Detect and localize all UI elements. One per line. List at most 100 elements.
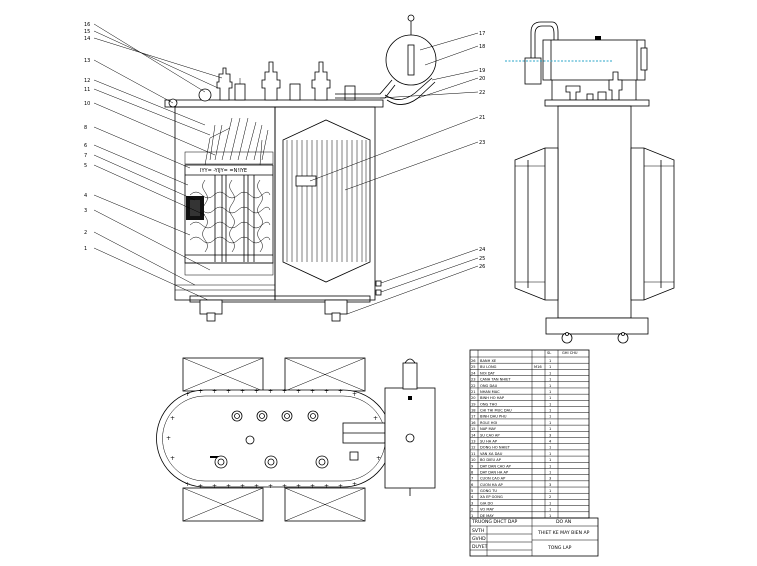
title-block-role-1: SVTH — [472, 528, 484, 534]
table-cell-name: ROLE HOI — [480, 421, 497, 425]
table-cell-name: NOI DAT — [480, 371, 496, 375]
callout-21: 21 — [479, 115, 485, 121]
table-cell-no: 23 — [471, 378, 476, 382]
svg-text:+: + — [310, 483, 315, 490]
table-cell-qty: 1 — [549, 378, 551, 382]
table-cell-no: 18 — [471, 409, 476, 413]
conservator-tank — [384, 14, 437, 105]
table-cell-no: 25 — [471, 365, 476, 369]
svg-text:+: + — [198, 388, 203, 395]
table-cell-name: ONG DAU — [480, 384, 498, 388]
svg-text:+: + — [282, 388, 287, 395]
svg-text:+: + — [170, 455, 175, 462]
svg-text:+: + — [212, 483, 217, 490]
table-cell-qty: 3 — [549, 483, 551, 487]
table-cell-name: CANH TAN NHIET — [480, 378, 511, 382]
table-cell-qty: 3 — [549, 433, 551, 437]
table-cell-qty: 1 — [549, 508, 551, 512]
callout-19: 19 — [479, 68, 485, 74]
table-cell-name: NHAN MAC — [480, 390, 500, 394]
hv-terminals-plan — [214, 455, 329, 469]
callout-20: 20 — [479, 76, 485, 82]
callout-11: 11 — [84, 87, 90, 93]
radiator-fins-front — [282, 119, 371, 283]
svg-text:+: + — [296, 388, 301, 395]
lv-terminals-plan — [231, 410, 319, 422]
table-cell-name: BU LONG — [480, 365, 497, 369]
svg-text:+: + — [166, 435, 171, 442]
callout-18: 18 — [479, 44, 485, 50]
table-cell-no: 19 — [471, 402, 476, 406]
svg-text:+: + — [376, 455, 381, 462]
table-cell-name: GONG TU — [480, 489, 497, 493]
svg-text:+: + — [240, 388, 245, 395]
title-block-project-subtitle: THIET KE MAY BIEN AP — [537, 530, 590, 536]
table-cell-no: 8 — [471, 470, 474, 474]
table-cell-name: DAY DAN HA AP — [480, 470, 509, 474]
table-cell-qty: 1 — [549, 415, 551, 419]
title-block-role-2: GVHD — [472, 536, 486, 542]
svg-text:+: + — [254, 483, 259, 490]
callout-12: 12 — [84, 78, 90, 84]
table-cell-name: CUON HA AP — [480, 483, 504, 487]
table-cell-no: 12 — [471, 446, 476, 450]
table-cell-name: NAP MAY — [480, 427, 497, 431]
cover-bolts: +++ +++ +++ +++ + +++ +++ +++ +++ + +++ … — [166, 388, 381, 490]
table-cell-no: 2 — [471, 508, 473, 512]
callout-1: 1 — [84, 246, 87, 252]
title-block-school: TRUONG DHCT DAP — [471, 519, 517, 525]
table-cell-name: DE MAY — [480, 514, 494, 518]
table-cell-qty: 1 — [549, 470, 551, 474]
table-cell-name: DONG HO NHIET — [480, 446, 511, 450]
svg-text:+: + — [226, 388, 231, 395]
callout-23: 23 — [479, 140, 485, 146]
svg-text:+: + — [254, 388, 259, 395]
table-cell-qty: 1 — [549, 396, 551, 400]
table-cell-qty: 1 — [549, 514, 551, 518]
table-cell-no: 24 — [471, 371, 476, 375]
table-cell-no: 4 — [471, 495, 474, 499]
table-cell-qty: 1 — [549, 409, 551, 413]
table-cell-no: 6 — [471, 483, 474, 487]
callout-14: 14 — [84, 36, 90, 42]
callout-8: 8 — [84, 125, 87, 131]
callout-10: 10 — [84, 101, 90, 107]
callout-16: 16 — [84, 22, 90, 28]
plan-view: +++ +++ +++ +++ + +++ +++ +++ +++ + +++ … — [156, 357, 436, 522]
table-cell-qty: 1 — [549, 446, 551, 450]
callout-5: 5 — [84, 163, 87, 169]
table-cell-no: 22 — [471, 384, 476, 388]
title-block: TRUONG DHCT DAP SVTH GVHD DUYET DO AN TH… — [469, 517, 599, 557]
table-cell-qty: 1 — [549, 359, 551, 363]
table-cell-no: 11 — [471, 452, 476, 456]
svg-text:+: + — [324, 483, 329, 490]
table-cell-name: BO DIEU AP — [480, 458, 502, 462]
table-cell-no: 1 — [471, 514, 473, 518]
svg-text:+: + — [324, 388, 329, 395]
svg-text:+: + — [310, 388, 315, 395]
title-block-drawing-title: TONG LAP — [547, 545, 572, 551]
svg-text:+: + — [268, 388, 273, 395]
front-section-view: IYY= -YIJY= =N!IYE — [164, 14, 437, 322]
table-cell-qty: 1 — [549, 402, 551, 406]
table-cell-qty: 1 — [549, 390, 551, 394]
table-cell-no: 16 — [471, 421, 476, 425]
table-cell-no: 13 — [471, 439, 476, 443]
svg-text:+: + — [338, 388, 343, 395]
table-cell-name: ONG THO — [480, 402, 497, 406]
callout-6: 6 — [84, 143, 87, 149]
side-view — [505, 21, 675, 344]
callout-25: 25 — [479, 256, 485, 262]
title-block-project-title: DO AN — [556, 519, 571, 525]
svg-text:+: + — [282, 483, 287, 490]
table-header-note: GHI CHU — [562, 351, 578, 355]
table-cell-qty: 1 — [549, 458, 551, 462]
table-cell-name: SU CAO AP — [480, 433, 500, 437]
table-cell-name: SU HA AP — [480, 439, 498, 443]
svg-text:+: + — [198, 483, 203, 490]
table-cell-qty: 1 — [549, 501, 551, 505]
table-cell-qty: 1 — [549, 371, 551, 375]
callout-15: 15 — [84, 29, 90, 35]
svg-text:+: + — [170, 415, 175, 422]
